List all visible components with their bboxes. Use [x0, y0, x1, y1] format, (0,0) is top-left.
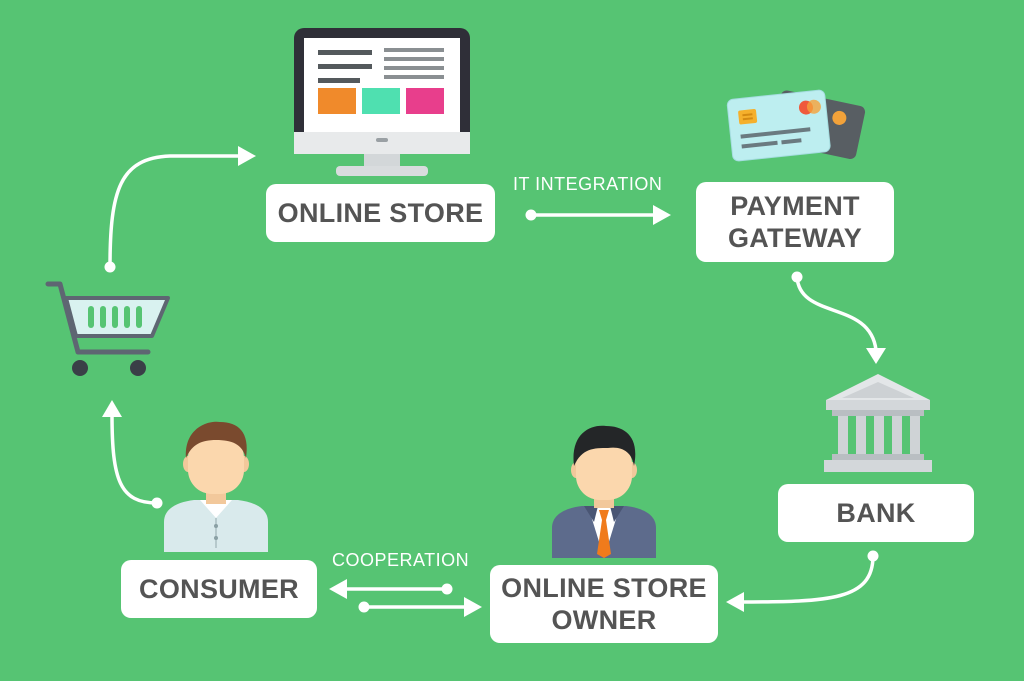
- node-consumer: CONSUMER: [121, 560, 317, 618]
- arrow-consumer-to-cart: [110, 413, 159, 505]
- node-online-store-owner: ONLINE STORE OWNER: [490, 565, 718, 643]
- node-payment-gateway: PAYMENT GATEWAY: [696, 182, 894, 262]
- node-consumer-label: CONSUMER: [139, 573, 299, 604]
- credit-cards-icon: [726, 89, 866, 162]
- edge-label-it-integration: IT INTEGRATION: [513, 174, 663, 194]
- bank-building-icon: [824, 374, 932, 472]
- businessman-icon: [552, 425, 656, 558]
- node-online-store-owner-line2: OWNER: [551, 605, 657, 635]
- arrow-gateway-to-bank: [795, 275, 878, 352]
- shopping-cart-icon: [45, 281, 170, 376]
- node-bank-label: BANK: [836, 497, 916, 528]
- node-payment-gateway-line2: GATEWAY: [727, 223, 863, 253]
- node-online-store-owner-line1: ONLINE STORE: [501, 572, 707, 603]
- node-bank: BANK: [778, 484, 974, 542]
- consumer-person-icon: [164, 421, 268, 552]
- edge-label-cooperation: COOPERATION: [332, 550, 470, 570]
- node-payment-gateway-line1: PAYMENT: [730, 190, 860, 221]
- desktop-monitor-icon: [294, 28, 470, 176]
- arrow-cart-to-store: [108, 154, 240, 269]
- node-online-store: ONLINE STORE: [266, 184, 495, 242]
- node-online-store-label: ONLINE STORE: [277, 197, 484, 228]
- arrow-bank-to-owner: [738, 554, 875, 604]
